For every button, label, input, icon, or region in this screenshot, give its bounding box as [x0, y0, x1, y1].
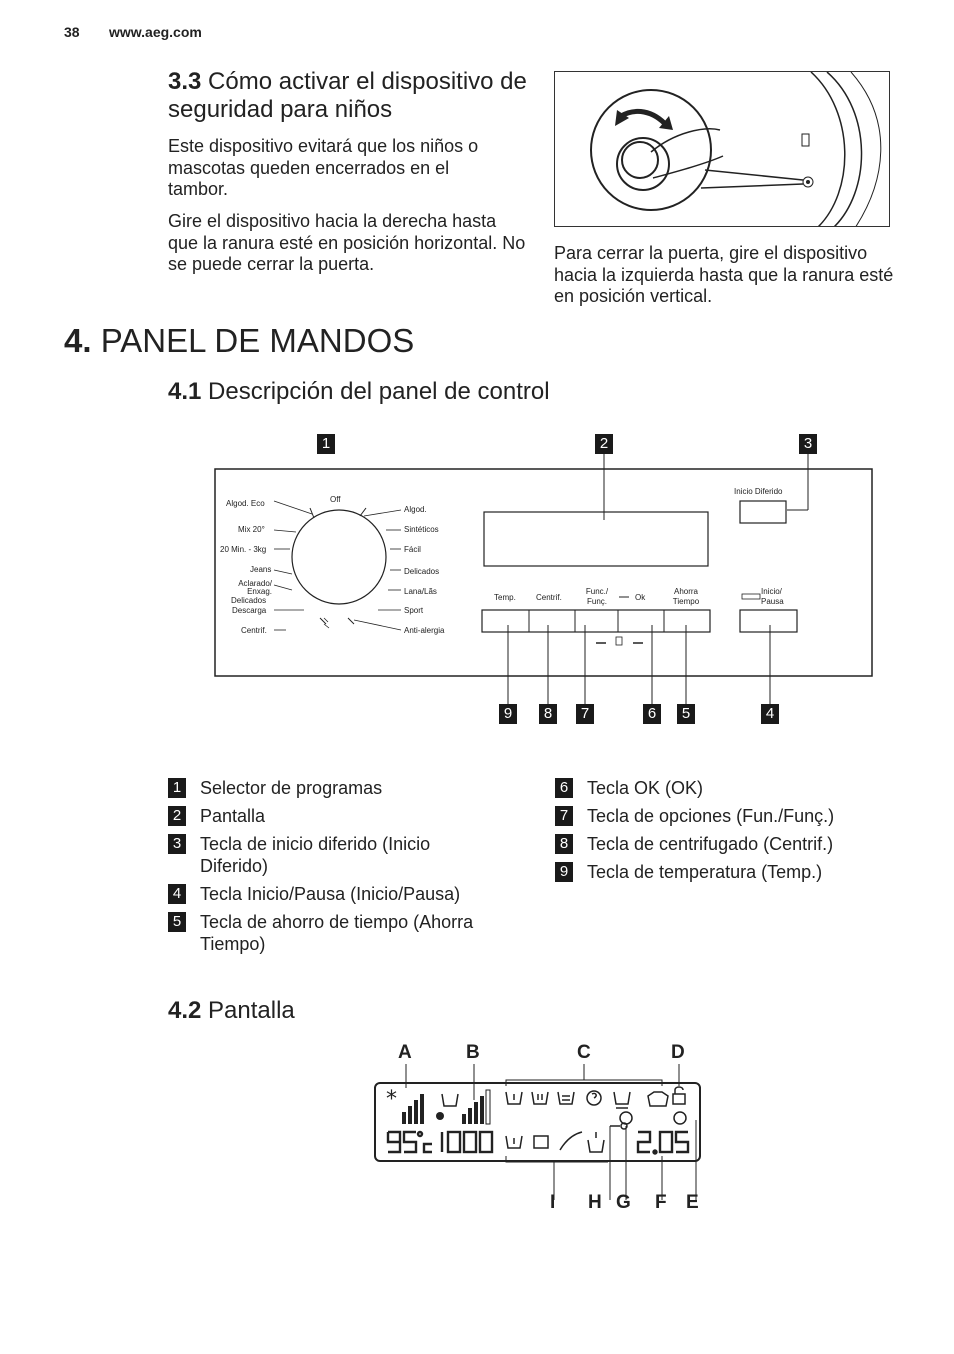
button-label-inicio-diferido: Inicio Diferido — [734, 487, 783, 496]
legend-number: 3 — [168, 834, 186, 854]
legend-number: 7 — [555, 806, 573, 826]
child-lock-drawing — [590, 72, 882, 226]
dial-label-lana: Lana/Lãs — [404, 587, 437, 596]
legend-text: Tecla de temperatura (Temp.) — [587, 862, 823, 882]
button-label-inicio-pausa: Inicio/ Pausa — [761, 587, 784, 606]
legend-text: Tecla Inicio/Pausa (Inicio/Pausa) — [200, 884, 461, 904]
page-number: 38 — [64, 24, 80, 40]
section-number: 4.2 — [168, 997, 202, 1024]
lcd-display-drawing: * — [374, 1064, 701, 1200]
callout-5: 5 — [677, 704, 695, 724]
section-number: 4.1 — [168, 378, 202, 405]
section-title: Descripción del panel de control — [208, 378, 550, 405]
button-label-ahorra: Ahorra Tiempo — [672, 587, 700, 606]
callout-8: 8 — [539, 704, 557, 724]
callout-7: 7 — [576, 704, 594, 724]
section-3-3-heading: 3.3 Cómo activar el dispositivo de segur… — [168, 68, 538, 124]
display-callout-a: A — [398, 1042, 412, 1063]
dial-label-anti-alergia: Anti-alergia — [404, 626, 445, 635]
display-callout-h: H — [588, 1192, 602, 1213]
chapter-number: 4. — [64, 322, 92, 359]
callout-3: 3 — [799, 434, 817, 454]
callout-6: 6 — [643, 704, 661, 724]
legend-number: 9 — [555, 862, 573, 882]
legend-text: Tecla de opciones (Fun./Funç.) — [587, 806, 835, 826]
display-callout-f: F — [655, 1192, 667, 1213]
child-lock-instructions: Gire el dispositivo hacia la derecha has… — [168, 211, 526, 274]
lcd-display-diagram: * — [370, 1040, 710, 1220]
callout-9: 9 — [499, 704, 517, 724]
legend-number: 1 — [168, 778, 186, 798]
section-4-2-heading: 4.2 Pantalla — [168, 997, 295, 1025]
legend-text: Tecla de inicio diferido (Inicio Diferid… — [200, 834, 431, 876]
child-lock-intro: Este dispositivo evitará que los niños o… — [168, 136, 479, 199]
site-url[interactable]: www.aeg.com — [109, 24, 202, 40]
child-lock-caption: Para cerrar la puerta, gire el dispositi… — [554, 243, 894, 306]
legend-number: 4 — [168, 884, 186, 904]
dial-label-descarga: Descarga — [232, 606, 267, 615]
svg-text:*: * — [386, 1087, 397, 1112]
button-label-centrif: Centrif. — [536, 593, 562, 602]
dial-label-sinteticos: Sintéticos — [404, 525, 439, 534]
dial-label-off: Off — [330, 495, 341, 504]
button-label-func: Func./ Funç. — [585, 587, 609, 606]
display-callout-d: D — [671, 1042, 685, 1063]
display-callout-g: G — [616, 1192, 631, 1213]
child-lock-illustration — [554, 71, 890, 227]
dial-label-algod: Algod. — [404, 505, 427, 514]
legend-number: 5 — [168, 912, 186, 932]
chapter-title: PANEL DE MANDOS — [100, 322, 415, 359]
legend-text: Selector de programas — [200, 778, 383, 798]
dial-label-delicados-right: Delicados — [404, 567, 440, 576]
dial-label-sport: Sport — [404, 606, 424, 615]
control-panel-drawing — [214, 452, 873, 704]
section-4-1-heading: 4.1 Descripción del panel de control — [168, 378, 550, 406]
display-callout-b: B — [466, 1042, 480, 1063]
legend-text: Tecla de centrifugado (Centrif.) — [587, 834, 834, 854]
legend-text: Tecla de ahorro de tiempo (Ahorra Tiempo… — [200, 912, 474, 954]
callout-4: 4 — [761, 704, 779, 724]
dial-label-aclarado: Aclarado/ Enxag. — [238, 579, 272, 596]
dial-label-20-min: 20 Min. - 3kg — [220, 545, 267, 554]
dial-label-delicados-left: Delicados — [231, 596, 267, 605]
dial-label-centrif: Centrif. — [241, 626, 267, 635]
section-number: 3.3 — [168, 68, 202, 95]
legend-text: Pantalla — [200, 806, 266, 826]
callout-2: 2 — [595, 434, 613, 454]
button-label-ok: Ok — [635, 593, 646, 602]
display-callout-i: I — [550, 1192, 556, 1213]
callout-1: 1 — [317, 434, 335, 454]
display-callout-e: E — [686, 1192, 699, 1213]
dial-label-jeans: Jeans — [250, 565, 272, 574]
section-title: Pantalla — [208, 997, 295, 1024]
dial-label-algod-eco: Algod. Eco — [226, 499, 265, 508]
control-panel-diagram: 1 2 3 9 8 7 6 5 4 Algod. Eco Mix 20° 20 … — [214, 432, 874, 732]
legend-number: 6 — [555, 778, 573, 798]
display-callout-c: C — [577, 1042, 591, 1063]
legend-number: 2 — [168, 806, 186, 826]
button-label-temp: Temp. — [494, 593, 516, 602]
chapter-heading: 4. PANEL DE MANDOS — [64, 322, 414, 360]
dial-label-mix-20: Mix 20° — [238, 525, 265, 534]
legend-text: Tecla OK (OK) — [587, 778, 704, 798]
dial-label-facil: Fácil — [404, 545, 421, 554]
legend-number: 8 — [555, 834, 573, 854]
section-title: Cómo activar el dispositivo de seguridad… — [168, 68, 527, 123]
